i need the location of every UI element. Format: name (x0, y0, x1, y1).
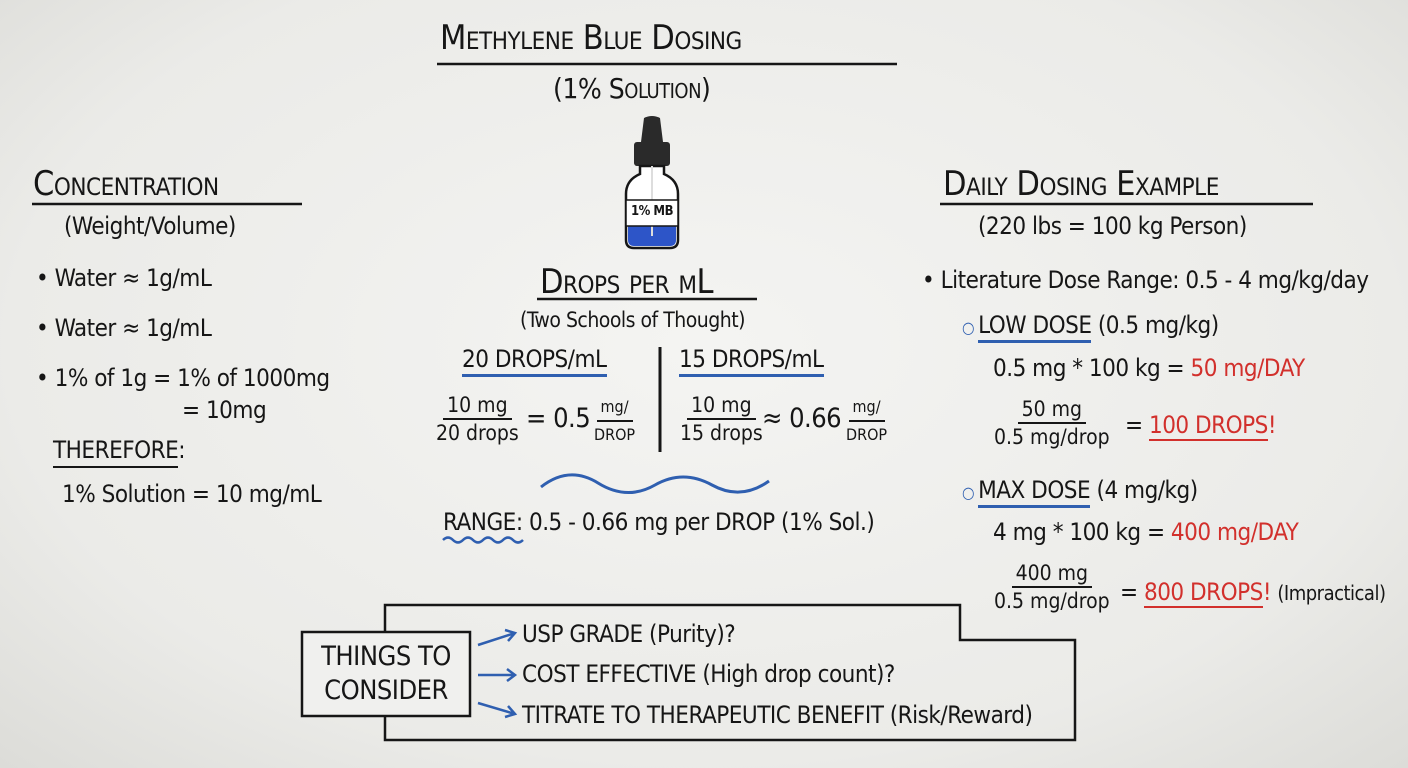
low-dose-drops: = 100 DROPS! (1125, 411, 1277, 441)
daily-subheading: (220 lbs = 100 kg Person) (978, 212, 1247, 240)
concentration-subheading: (Weight/Volume) (64, 212, 236, 240)
page-title: Methylene Blue Dosing (440, 18, 742, 58)
right-unit: mg/DROP (842, 394, 891, 448)
circle-bullet-icon: ○ (962, 483, 979, 502)
consider-label-box (300, 630, 472, 718)
consider-item: TITRATE TO THERAPEUTIC BENEFIT (Risk/Rew… (522, 701, 1033, 729)
low-dose-calc: 0.5 mg * 100 kg = 50 mg/DAY (993, 354, 1305, 382)
left-unit: mg/DROP (590, 394, 639, 448)
low-dose-item: ○ LOW DOSE (0.5 mg/kg) (962, 311, 1219, 343)
literature-bullet: • Literature Dose Range: 0.5 - 4 mg/kg/d… (922, 266, 1369, 294)
daily-heading: Daily Dosing Example (943, 164, 1219, 204)
max-dose-drops: = 800 DROPS! (Impractical) (1120, 578, 1386, 608)
concentration-bullet: • Water ≈ 1g/mL (36, 264, 212, 292)
concentration-heading: Concentration (33, 164, 219, 204)
bottle-label: 1% MB (631, 204, 673, 219)
concentration-bullet-cont: = 10mg (182, 396, 267, 424)
range-line: RANGE: 0.5 - 0.66 mg per DROP (1% Sol.) (443, 508, 875, 536)
page-subtitle: (1% Solution) (553, 72, 711, 105)
consider-item: USP GRADE (Purity)? (522, 620, 736, 648)
therefore-label: THEREFORE: (53, 436, 186, 468)
concentration-bullet: • 1% of 1g = 1% of 1000mg (36, 364, 330, 392)
max-dose-calc: 4 mg * 100 kg = 400 mg/DAY (993, 518, 1299, 546)
max-dose-item: ○ MAX DOSE (4 mg/kg) (962, 476, 1198, 508)
arrow-icons (477, 628, 518, 719)
consider-item: COST EFFECTIVE (High drop count)? (522, 660, 895, 688)
drops-subheading: (Two Schools of Thought) (520, 308, 746, 332)
drops-heading: Drops per mL (540, 262, 714, 302)
consider-label: THINGS TO CONSIDER (321, 641, 451, 706)
left-result: = 0.5 (526, 403, 591, 434)
concentration-bullet: • Water ≈ 1g/mL (36, 314, 212, 342)
consider-outline (383, 603, 1077, 742)
dropper-bottle-icon (624, 116, 680, 250)
right-method-title: 15 DROPS/mL (679, 345, 824, 377)
wavy-line (540, 473, 770, 494)
left-method-title: 20 DROPS/mL (462, 345, 607, 377)
circle-bullet-icon: ○ (962, 318, 979, 337)
right-result: ≈ 0.66 (762, 403, 842, 434)
concentration-result: 1% Solution = 10 mg/mL (62, 480, 322, 508)
